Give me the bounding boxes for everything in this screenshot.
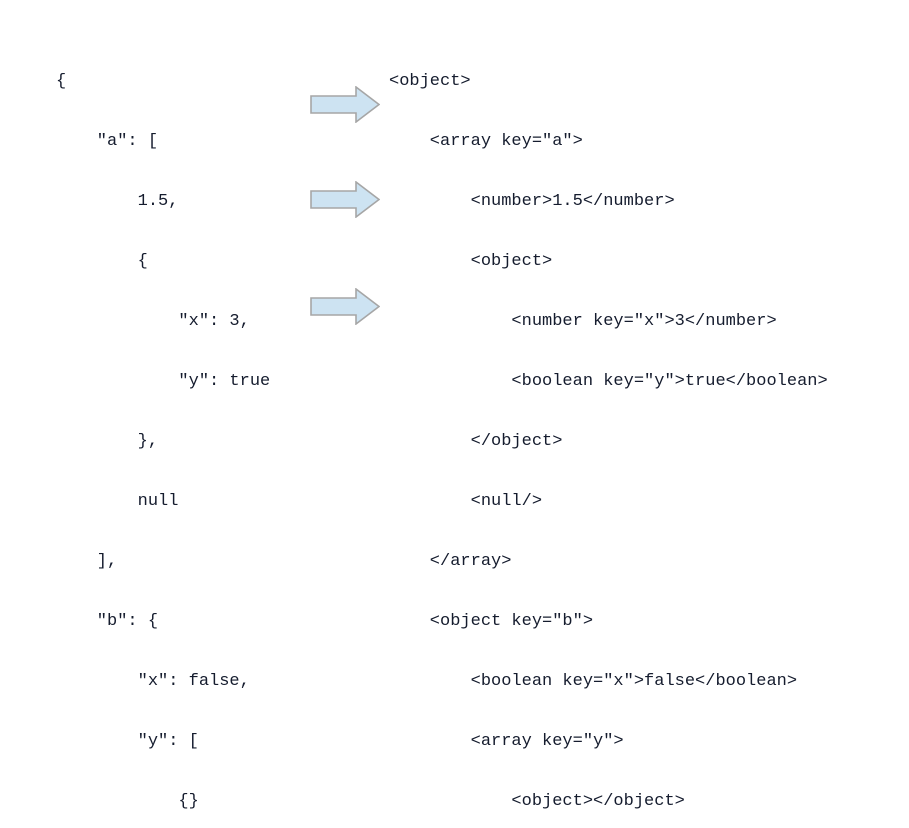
right-arrow-icon (310, 181, 380, 218)
json-line: }, (56, 432, 159, 451)
xml-line: <array key="a"> (389, 132, 583, 151)
xml-line: <null/> (389, 492, 543, 511)
json-line: "y": true (56, 372, 271, 391)
json-line: "x": 3, (56, 312, 250, 331)
json-line: { (56, 72, 67, 91)
json-line: "y": [ (56, 732, 199, 751)
json-line: { (56, 252, 148, 271)
xml-line: <object> (389, 72, 471, 91)
json-source-block: { "a": [ 1.5, { "x": 3, "y": true }, nul… (56, 32, 270, 828)
xml-line: <array key="y"> (389, 732, 624, 751)
xml-line: </object> (389, 432, 563, 451)
json-line: 1.5, (56, 192, 179, 211)
right-arrow-icon (310, 86, 380, 123)
diagram-canvas: { "a": [ 1.5, { "x": 3, "y": true }, nul… (56, 72, 828, 811)
right-arrow-icon (310, 288, 380, 325)
json-line: "a": [ (56, 132, 159, 151)
json-line: "b": { (56, 612, 159, 631)
json-line: {} (56, 792, 199, 811)
xml-line: </array> (389, 552, 512, 571)
xml-line: <object></object> (389, 792, 685, 811)
xml-line: <boolean key="x">false</boolean> (389, 672, 798, 691)
json-line: ], (56, 552, 118, 571)
xml-line: <boolean key="y">true</boolean> (389, 372, 828, 391)
xml-line: <number>1.5</number> (389, 192, 675, 211)
json-line: null (56, 492, 179, 511)
xml-line: <object> (389, 252, 553, 271)
xml-line: <number key="x">3</number> (389, 312, 777, 331)
xml-result-block: <object> <array key="a"> <number>1.5</nu… (389, 32, 828, 828)
json-line: "x": false, (56, 672, 250, 691)
xml-line: <object key="b"> (389, 612, 594, 631)
